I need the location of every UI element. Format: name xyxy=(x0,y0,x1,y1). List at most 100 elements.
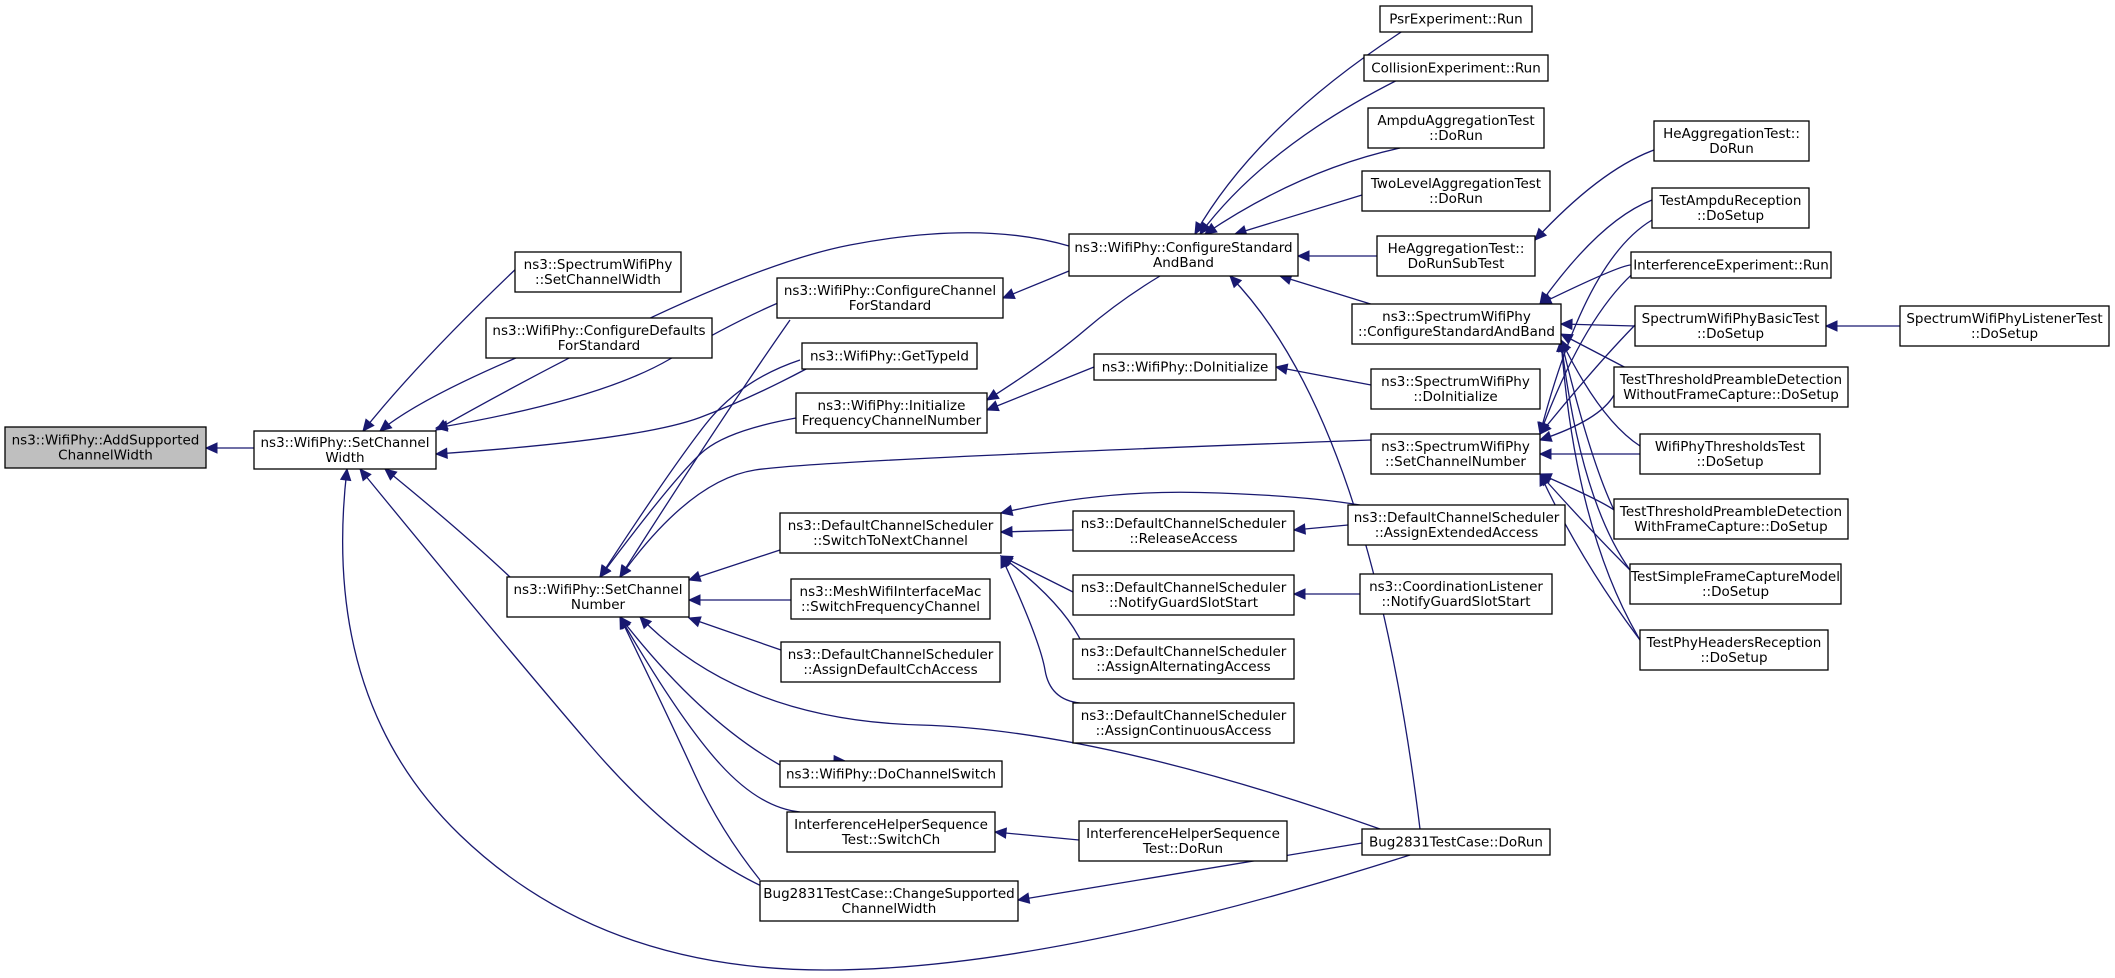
node-label-line: ns3::DefaultChannelScheduler xyxy=(1354,510,1560,526)
call-edge-arrowhead xyxy=(993,827,1007,839)
node-label-line: AndBand xyxy=(1153,255,1214,271)
call-edge-arrowhead xyxy=(1539,472,1551,487)
node-defaultchannelscheduler-assignextendedaccess[interactable]: ns3::DefaultChannelScheduler::AssignExte… xyxy=(1347,504,1566,546)
node-wifiphy-configurechannelforstandard[interactable]: ns3::WifiPhy::ConfigureChannelForStandar… xyxy=(776,277,1004,319)
call-edge-arrowhead xyxy=(599,564,612,578)
node-label-line: ::DoRun xyxy=(1429,191,1483,207)
node-twolevelaggregationtest-dorun[interactable]: TwoLevelAggregationTest::DoRun xyxy=(1361,170,1551,212)
node-box xyxy=(780,641,1001,683)
node-label-line: Width xyxy=(325,450,364,466)
node-testphyheadersreception-dosetup[interactable]: TestPhyHeadersReception::DoSetup xyxy=(1639,629,1829,671)
node-box xyxy=(795,392,988,434)
node-wifiphy-doinitialize[interactable]: ns3::WifiPhy::DoInitialize xyxy=(1093,353,1277,381)
call-edge-line xyxy=(1560,323,1636,327)
node-label-line: ns3::WifiPhy::ConfigureStandard xyxy=(1074,240,1292,256)
call-edge-arrowhead xyxy=(1559,333,1574,345)
call-edge-line xyxy=(1199,68,1421,235)
node-box xyxy=(1613,366,1849,408)
node-label-line: Bug2831TestCase::ChangeSupported xyxy=(763,886,1014,902)
node-ampduaggregationtest-dorun[interactable]: AmpduAggregationTest::DoRun xyxy=(1367,107,1545,149)
node-box xyxy=(253,430,437,470)
node-label-line: ::DoSetup xyxy=(1697,326,1764,342)
node-bug2831testcase-dorun[interactable]: Bug2831TestCase::DoRun xyxy=(1361,828,1551,856)
node-wifiphy-gettypeid[interactable]: ns3::WifiPhy::GetTypeId xyxy=(801,342,978,370)
node-collisionexperiment-run[interactable]: CollisionExperiment::Run xyxy=(1363,54,1549,82)
call-edge-line xyxy=(1560,339,1631,571)
node-spectrumwifiphy-setchannelnumber[interactable]: ns3::SpectrumWifiPhy::SetChannelNumber xyxy=(1370,433,1541,475)
node-defaultchannelscheduler-assigncontinuousaccess[interactable]: ns3::DefaultChannelScheduler::AssignCont… xyxy=(1072,702,1295,744)
call-edge xyxy=(619,615,761,881)
node-label-line: HeAggregationTest:: xyxy=(1663,126,1800,142)
call-edge xyxy=(1292,588,1360,600)
call-edge xyxy=(999,555,1074,593)
node-box xyxy=(514,251,682,293)
node-testampdureception-dosetup[interactable]: TestAmpduReception::DoSetup xyxy=(1651,187,1810,229)
call-edge-line xyxy=(1194,19,1421,235)
call-edge-arrowhead xyxy=(434,447,448,459)
node-label-line: DoRun xyxy=(1709,141,1754,157)
call-edge-arrowhead xyxy=(434,419,449,431)
node-box xyxy=(1634,305,1827,347)
node-label-line: ns3::SpectrumWifiPhy xyxy=(1382,309,1531,325)
call-edge-arrowhead xyxy=(999,504,1014,517)
call-edge xyxy=(379,351,531,432)
node-meshwifiinterfacemac-switchfrequencychannel[interactable]: ns3::MeshWifiInterfaceMac::SwitchFrequen… xyxy=(790,578,991,620)
node-label-line: ::NotifyGuardSlotStart xyxy=(1109,595,1258,611)
node-box xyxy=(4,426,207,469)
call-edge xyxy=(999,525,1074,538)
node-defaultchannelscheduler-assigndefaultcchaccess[interactable]: ns3::DefaultChannelScheduler::AssignDefa… xyxy=(780,641,1001,683)
node-wifiphy-initializefrequencychannelnumber[interactable]: ns3::WifiPhy::InitializeFrequencyChannel… xyxy=(795,392,988,434)
node-wifiphythresholdstest-dosetup[interactable]: WifiPhyThresholdsTest::DoSetup xyxy=(1639,433,1821,475)
call-edge-arrowhead xyxy=(1199,221,1212,235)
call-edge-line xyxy=(342,468,1411,971)
call-edge-line xyxy=(435,297,791,429)
node-bug2831testcase-changesupportedchannelwidth[interactable]: Bug2831TestCase::ChangeSupportedChannelW… xyxy=(759,880,1019,922)
node-box xyxy=(1363,54,1549,82)
node-psrexperiment-run[interactable]: PsrExperiment::Run xyxy=(1379,5,1533,33)
node-spectrumwifiphy-setchannelwidth[interactable]: ns3::SpectrumWifiPhy::SetChannelWidth xyxy=(514,251,682,293)
call-edge xyxy=(434,355,831,459)
node-label-line: TestThresholdPreambleDetection xyxy=(1619,504,1842,520)
node-label-line: Test::SwitchCh xyxy=(841,832,940,848)
node-label-line: ns3::MeshWifiInterfaceMac xyxy=(800,584,982,600)
call-edge xyxy=(999,491,1361,517)
node-label-line: ::SetChannelNumber xyxy=(1385,454,1526,470)
node-box xyxy=(1376,235,1536,277)
node-heaggregationtest-dorunsubtest[interactable]: HeAggregationTest::DoRunSubTest xyxy=(1376,235,1536,277)
node-wifiphy-setchannelnumber[interactable]: ns3::WifiPhy::SetChannelNumber xyxy=(506,576,690,618)
node-label-line: ::AssignContinuousAccess xyxy=(1096,723,1272,739)
node-label-line: ns3::WifiPhy::GetTypeId xyxy=(810,349,969,365)
call-edge-arrowhead xyxy=(1194,221,1206,236)
node-wifiphy-configurestandardandband[interactable]: ns3::WifiPhy::ConfigureStandardAndBand xyxy=(1068,233,1299,277)
node-defaultchannelscheduler-assignalternatingaccess[interactable]: ns3::DefaultChannelScheduler::AssignAlte… xyxy=(1072,638,1295,680)
node-box xyxy=(1629,563,1842,605)
node-spectrumwifiphylistenertest-dosetup[interactable]: SpectrumWifiPhyListenerTest::DoSetup xyxy=(1899,305,2110,347)
node-defaultchannelscheduler-notifyguardslotstart[interactable]: ns3::DefaultChannelScheduler::NotifyGuar… xyxy=(1072,574,1295,616)
node-testsimpleframecapturemodel-dosetup[interactable]: TestSimpleFrameCaptureModel::DoSetup xyxy=(1629,563,1842,605)
node-box xyxy=(1359,573,1553,615)
node-interferenceexperiment-run[interactable]: InterferenceExperiment::Run xyxy=(1630,251,1832,279)
call-edge-arrowhead xyxy=(339,467,352,482)
node-heaggregationtest-dorun[interactable]: HeAggregationTest::DoRun xyxy=(1653,120,1810,162)
node-wifiphy-dochannelswitch[interactable]: ns3::WifiPhy::DoChannelSwitch xyxy=(779,760,1003,788)
node-spectrumwifiphy-configurestandardandband[interactable]: ns3::SpectrumWifiPhy::ConfigureStandardA… xyxy=(1351,303,1562,345)
node-coordinationlistener-notifyguardslotstart[interactable]: ns3::CoordinationListener::NotifyGuardSl… xyxy=(1359,573,1553,615)
call-edge-arrowhead xyxy=(619,564,632,579)
node-label-line: ::DoRun xyxy=(1429,128,1483,144)
node-testthresholdpreambledetectionwithoutframecapture-dosetup[interactable]: TestThresholdPreambleDetectionWithoutFra… xyxy=(1613,366,1849,408)
node-defaultchannelscheduler-releaseaccess[interactable]: ns3::DefaultChannelScheduler::ReleaseAcc… xyxy=(1072,510,1295,552)
node-spectrumwifiphybasictest-dosetup[interactable]: SpectrumWifiPhyBasicTest::DoSetup xyxy=(1634,305,1827,347)
call-edge-line xyxy=(1539,473,1631,571)
node-wifiphy-setchannelwidth[interactable]: ns3::WifiPhy::SetChannelWidth xyxy=(253,430,437,470)
node-label-line: ::SwitchFrequencyChannel xyxy=(801,599,980,615)
node-testthresholdpreambledetectionwithframecapture-dosetup[interactable]: TestThresholdPreambleDetectionWithFrameC… xyxy=(1613,498,1849,540)
call-edge-line xyxy=(379,351,531,432)
node-wifiphy-configuredefaultsforstandard[interactable]: ns3::WifiPhy::ConfigureDefaultsForStanda… xyxy=(485,317,713,359)
node-defaultchannelscheduler-switchtonextchannel[interactable]: ns3::DefaultChannelScheduler::SwitchToNe… xyxy=(779,512,1002,554)
node-spectrumwifiphy-doinitialize[interactable]: ns3::SpectrumWifiPhy::DoInitialize xyxy=(1370,368,1541,410)
node-label-line: WifiPhyThresholdsTest xyxy=(1655,439,1805,455)
node-label-line: WithoutFrameCapture::DoSetup xyxy=(1623,387,1839,403)
